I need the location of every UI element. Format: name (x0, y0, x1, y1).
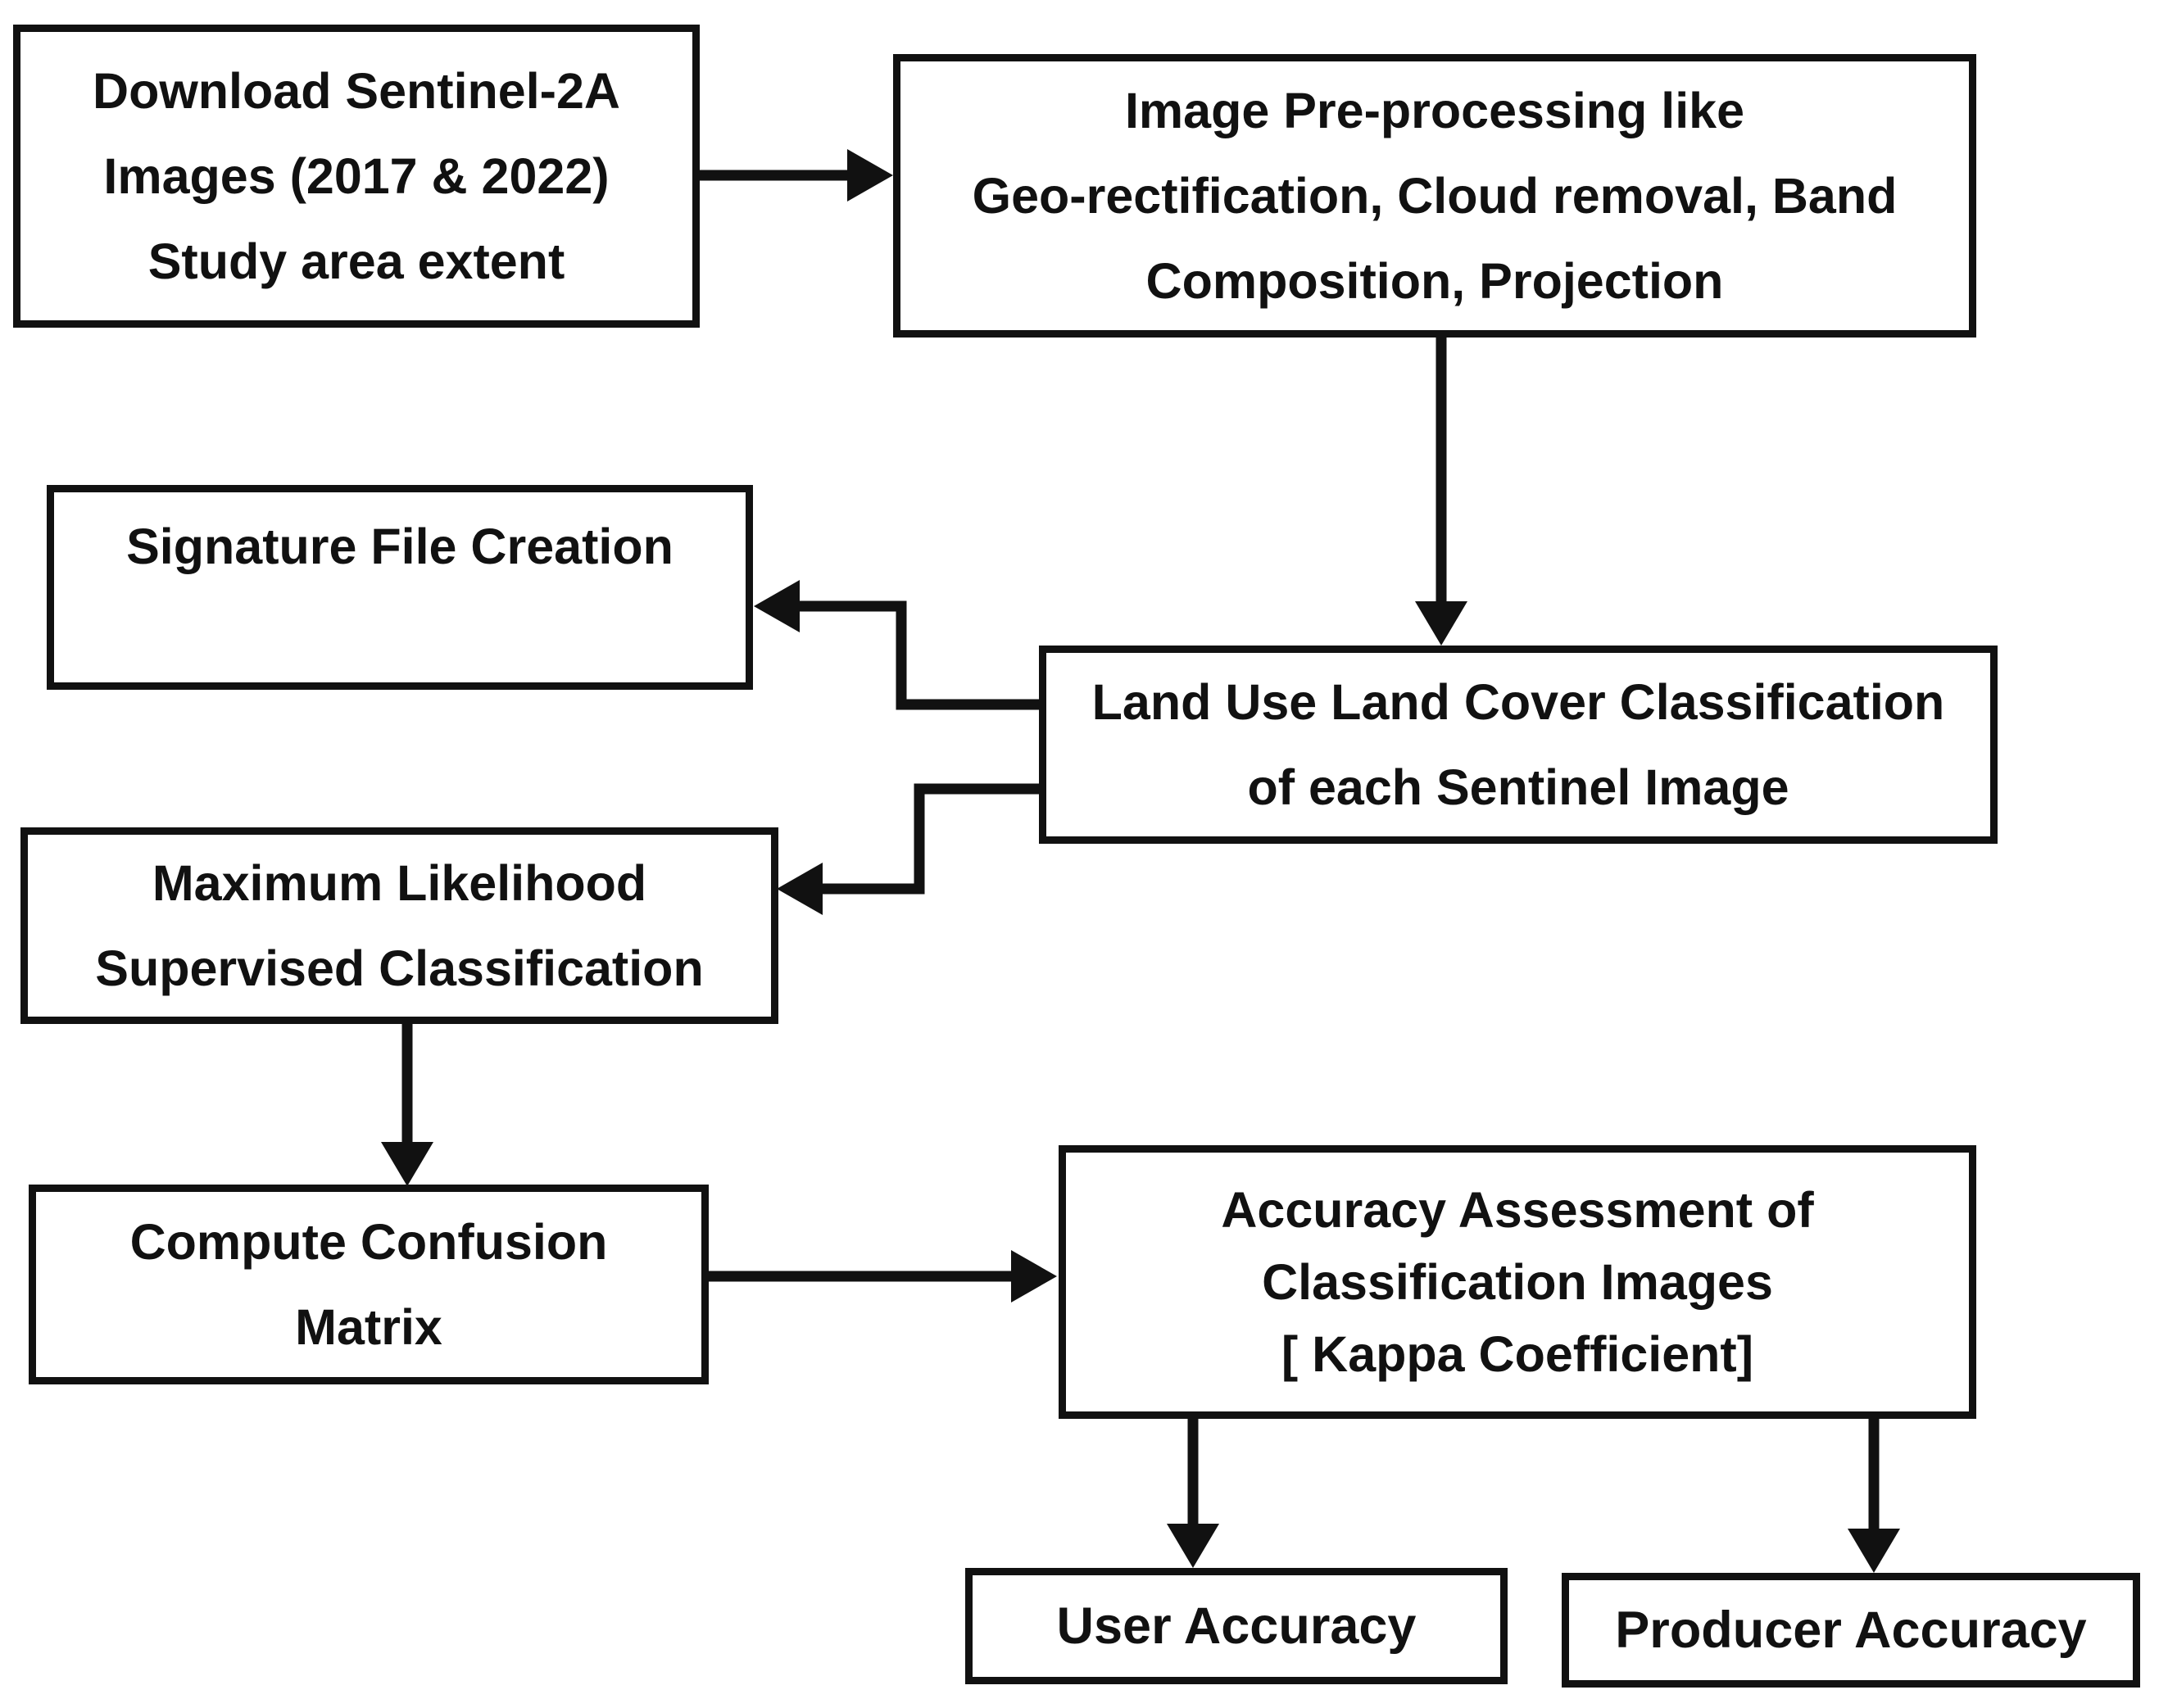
node-text-line: Image Pre-processing like (1124, 83, 1745, 138)
node-text-line: Images (2017 & 2022) (103, 148, 610, 204)
node-text-line: Download Sentinel-2A (93, 63, 620, 119)
node-text-line: Producer Accuracy (1615, 1602, 2087, 1659)
node-compute-confusion-matrix: Compute Confusion Matrix (29, 1185, 709, 1384)
edge-lulc-to-signature-line (800, 600, 1039, 710)
arrowhead-left-icon (754, 580, 800, 632)
arrowhead-down-icon (1415, 601, 1467, 646)
node-max-likelihood-classification: Maximum Likelihood Supervised Classifica… (20, 827, 778, 1024)
node-text-line: Maximum Likelihood (152, 855, 647, 911)
arrowhead-down-icon (381, 1142, 433, 1186)
node-text-line: [ Kappa Coefficient] (1281, 1326, 1754, 1382)
node-text-line: Accuracy Assessment of (1221, 1182, 1814, 1238)
node-lulc-classification: Land Use Land Cover Classification of ea… (1039, 646, 1998, 844)
node-text-line: Study area extent (147, 233, 565, 289)
node-text-line: Signature File Creation (126, 519, 674, 574)
arrowhead-down-icon (1848, 1529, 1900, 1573)
arrowhead-left-icon (777, 863, 823, 915)
node-user-accuracy: User Accuracy (965, 1568, 1508, 1684)
node-text-line: Classification Images (1262, 1254, 1773, 1310)
node-accuracy-assessment: Accuracy Assessment of Classification Im… (1059, 1145, 1976, 1419)
node-text-line: of each Sentinel Image (1247, 759, 1789, 815)
edge-lulc-to-mlc-line (823, 783, 1039, 895)
node-text-line: Matrix (295, 1299, 442, 1355)
node-text-line: Geo-rectification, Cloud removal, Band (972, 168, 1898, 224)
node-text-line: User Accuracy (1056, 1597, 1417, 1655)
node-image-preprocessing: Image Pre-processing like Geo-rectificat… (893, 54, 1976, 338)
arrowhead-right-icon (1011, 1250, 1057, 1303)
node-text-line: Supervised Classification (95, 940, 704, 996)
node-text-line: Compute Confusion (129, 1214, 608, 1270)
arrowhead-down-icon (1167, 1524, 1219, 1568)
node-signature-file-creation: Signature File Creation (47, 485, 753, 690)
node-download-images: Download Sentinel-2A Images (2017 & 2022… (13, 25, 700, 328)
arrowhead-right-icon (847, 149, 893, 202)
node-text-line: Land Use Land Cover Classification (1091, 674, 1945, 730)
node-text-line: Composition, Projection (1145, 253, 1724, 309)
node-producer-accuracy: Producer Accuracy (1562, 1573, 2140, 1688)
